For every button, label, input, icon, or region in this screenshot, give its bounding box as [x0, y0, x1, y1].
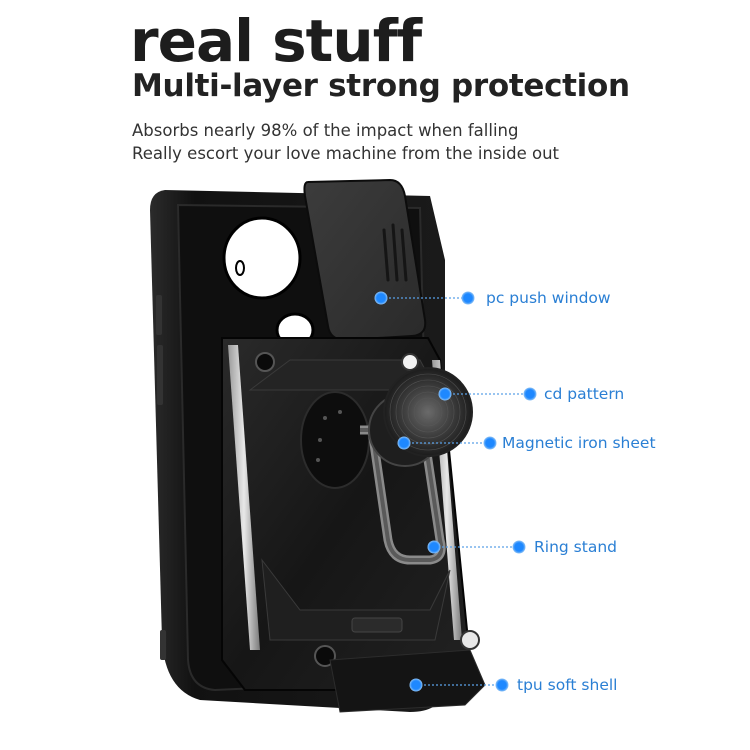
ring-stand-assembly — [300, 367, 473, 565]
description-line-1: Absorbs nearly 98% of the impact when fa… — [132, 121, 519, 140]
callout-dot-magnet-end — [483, 436, 497, 450]
callout-dot-cd-pattern-origin — [438, 387, 452, 401]
callout-label-cd-pattern: cd pattern — [544, 385, 625, 403]
callout-dot-pc-push-window-origin — [374, 291, 388, 305]
callout-label-pc-push-window: pc push window — [486, 289, 611, 307]
callout-dot-ring-end — [512, 540, 526, 554]
armor-plate — [221, 337, 486, 713]
callout-label-ring-stand: Ring stand — [534, 538, 617, 556]
callout-dot-tpu-origin — [409, 678, 423, 692]
callout-leaders — [381, 297, 530, 686]
camera-slide-cover — [303, 178, 427, 342]
callout-label-magnetic-iron-sheet: Magnetic iron sheet — [502, 434, 656, 452]
callout-dot-pc-push-window-end — [461, 291, 475, 305]
description-line-2: Really escort your love machine from the… — [132, 144, 559, 163]
callout-dot-ring-origin — [427, 540, 441, 554]
headline-title: real stuff — [130, 7, 422, 75]
callout-dot-cd-pattern-end — [523, 387, 537, 401]
headline-subtitle: Multi-layer strong protection — [132, 68, 630, 104]
callout-dots — [374, 291, 537, 692]
callout-label-tpu-soft-shell: tpu soft shell — [517, 676, 618, 694]
callout-dot-magnet-origin — [397, 436, 411, 450]
callout-dot-tpu-end — [495, 678, 509, 692]
